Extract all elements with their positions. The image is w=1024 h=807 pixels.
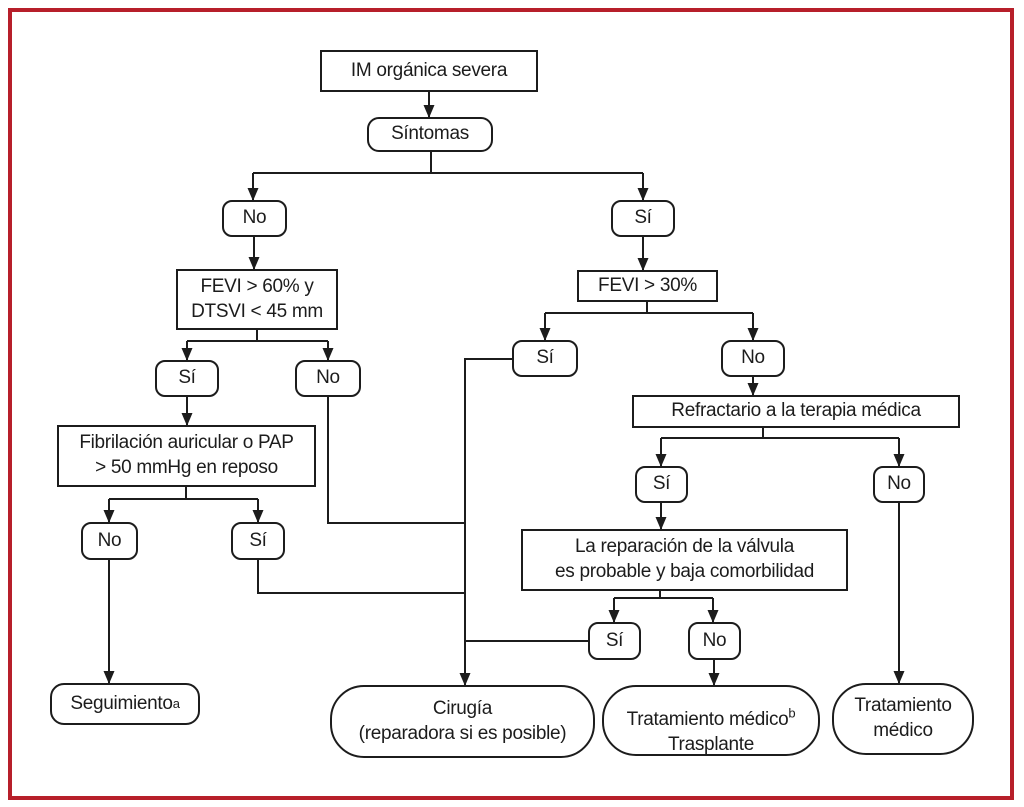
node-reparacion-valvula: La reparación de la válvula es probable … bbox=[521, 529, 848, 591]
decision-reparacion-si: Sí bbox=[588, 622, 641, 660]
decision-fevi30-si: Sí bbox=[512, 340, 578, 377]
decision-sintomas-no: No bbox=[222, 200, 287, 237]
decision-refractario-si: Sí bbox=[635, 466, 688, 503]
node-cirugia: Cirugía (reparadora si es posible) bbox=[330, 685, 595, 758]
decision-fevi30-no: No bbox=[721, 340, 785, 377]
decision-fevi60-si: Sí bbox=[155, 360, 219, 397]
node-fibrilacion-pap: Fibrilación auricular o PAP > 50 mmHg en… bbox=[57, 425, 316, 487]
decision-fevi60-no: No bbox=[295, 360, 361, 397]
node-refractario: Refractario a la terapia médica bbox=[632, 395, 960, 428]
decision-fibrilacion-si: Sí bbox=[231, 522, 285, 560]
tratamiento-footnote-marker: b bbox=[788, 705, 796, 721]
tratamiento-trasplante-label: Tratamiento médico bbox=[626, 709, 789, 731]
tratamiento-trasplante-line1: Tratamiento médicob bbox=[627, 683, 796, 732]
decision-reparacion-no: No bbox=[688, 622, 741, 660]
node-tratamiento-medico: Tratamiento médico bbox=[832, 683, 974, 755]
node-fevi-30: FEVI > 30% bbox=[577, 270, 718, 302]
tratamiento-trasplante-line2: Trasplante bbox=[667, 733, 755, 755]
node-tratamiento-trasplante: Tratamiento médicob Trasplante bbox=[602, 685, 820, 756]
node-sintomas: Síntomas bbox=[367, 117, 493, 152]
decision-refractario-no: No bbox=[873, 466, 925, 503]
decision-sintomas-si: Sí bbox=[611, 200, 675, 237]
seguimiento-label: Seguimiento bbox=[70, 692, 173, 714]
decision-fibrilacion-no: No bbox=[81, 522, 138, 560]
node-fevi-60: FEVI > 60% y DTSVI < 45 mm bbox=[176, 269, 338, 330]
node-im-organica-severa: IM orgánica severa bbox=[320, 50, 538, 92]
